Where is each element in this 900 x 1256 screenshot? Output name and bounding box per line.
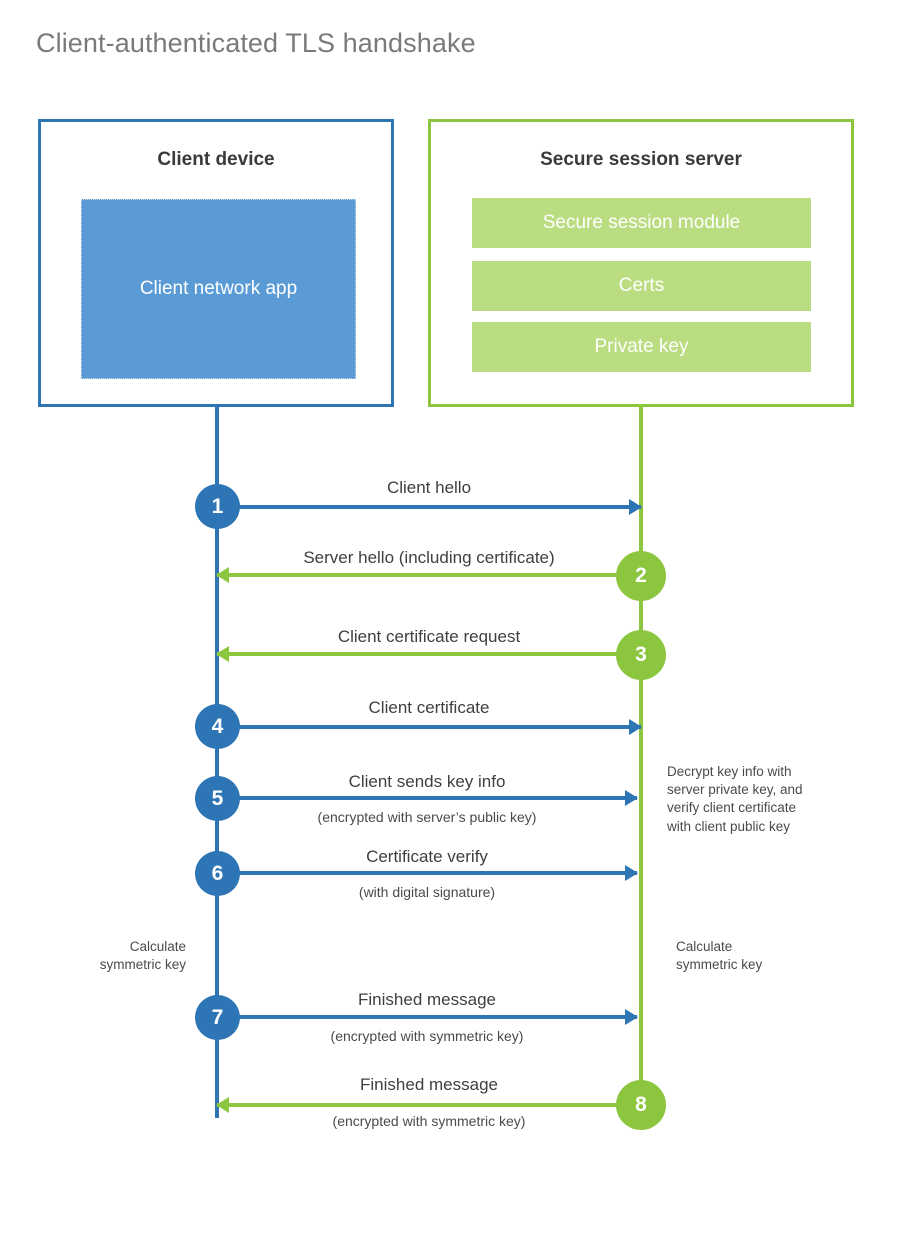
client-device-box: Client device Client network app bbox=[38, 119, 394, 407]
server-lifeline bbox=[639, 404, 643, 1106]
arrowhead-left-icon bbox=[216, 567, 229, 583]
message-label-6: Certificate verify bbox=[366, 847, 488, 866]
private-key-block: Private key bbox=[472, 322, 811, 372]
step-circle-4[interactable]: 4 bbox=[195, 704, 240, 749]
annotation-server-decrypt-line-3: verify client certificate bbox=[667, 800, 797, 816]
annotation-server-decrypt-line-1: Decrypt key info with bbox=[667, 764, 792, 779]
message-label-2: Server hello (including certificate) bbox=[303, 548, 555, 567]
message-label-3: Client certificate request bbox=[337, 627, 521, 646]
message-arrow-3 bbox=[216, 646, 641, 662]
annotation-server-decrypt-line-2: server private key, and bbox=[667, 782, 803, 798]
certs-block: Certs bbox=[472, 261, 811, 311]
client-lifeline bbox=[215, 404, 219, 1118]
annotation-server-decrypt: Decrypt key info with server private key… bbox=[667, 763, 867, 836]
arrowhead-right-icon bbox=[625, 865, 638, 881]
client-device-title: Client device bbox=[157, 149, 275, 170]
message-sublabel-5: (encrypted with server’s public key) bbox=[317, 809, 537, 825]
arrowhead-left-icon bbox=[216, 646, 229, 662]
page-title: Client-authenticated TLS handshake bbox=[36, 28, 476, 58]
message-sublabel-8: (encrypted with symmetric key) bbox=[332, 1113, 526, 1129]
step-circle-8[interactable]: 8 bbox=[616, 1080, 666, 1130]
arrowhead-right-icon bbox=[625, 1009, 638, 1025]
annotation-client-calc-line-1: Calculate bbox=[129, 939, 186, 954]
step-circle-3[interactable]: 3 bbox=[616, 630, 666, 680]
annotation-client-calc-line-2: symmetric key bbox=[99, 957, 186, 973]
client-network-app-block: Client network app bbox=[81, 199, 356, 379]
message-arrow-5 bbox=[217, 790, 638, 806]
message-arrow-1 bbox=[217, 499, 642, 515]
message-label-4: Client certificate bbox=[368, 698, 490, 717]
step-circle-1[interactable]: 1 bbox=[195, 484, 240, 529]
arrowhead-right-icon bbox=[629, 499, 642, 515]
message-arrow-7 bbox=[217, 1009, 638, 1025]
message-sublabel-7: (encrypted with symmetric key) bbox=[330, 1028, 524, 1044]
message-arrow-8 bbox=[216, 1097, 641, 1113]
arrowhead-left-icon bbox=[216, 1097, 229, 1113]
message-label-7: Finished message bbox=[358, 990, 496, 1009]
step-circle-7[interactable]: 7 bbox=[195, 995, 240, 1040]
annotation-server-decrypt-line-4: with client public key bbox=[667, 818, 791, 834]
message-arrow-2 bbox=[216, 567, 641, 583]
message-arrow-4 bbox=[217, 719, 642, 735]
message-arrow-6 bbox=[217, 865, 638, 881]
annotation-server-calculate-symmetric-key: Calculate symmetric key bbox=[676, 938, 856, 974]
annotation-server-calc-line-2: symmetric key bbox=[676, 957, 763, 973]
step-circle-6[interactable]: 6 bbox=[195, 851, 240, 896]
annotation-client-calculate-symmetric-key: Calculate symmetric key bbox=[26, 938, 186, 974]
secure-session-module-block: Secure session module bbox=[472, 198, 811, 248]
arrowhead-right-icon bbox=[629, 719, 642, 735]
message-sublabel-6: (with digital signature) bbox=[358, 884, 496, 900]
arrowhead-right-icon bbox=[625, 790, 638, 806]
step-circle-5[interactable]: 5 bbox=[195, 776, 240, 821]
annotation-server-calc-line-1: Calculate bbox=[676, 939, 733, 954]
step-circle-2[interactable]: 2 bbox=[616, 551, 666, 601]
secure-session-server-title: Secure session server bbox=[540, 149, 742, 170]
message-label-5: Client sends key info bbox=[348, 772, 506, 791]
message-label-8: Finished message bbox=[360, 1075, 498, 1094]
message-label-1: Client hello bbox=[386, 478, 472, 497]
secure-session-server-box: Secure session server Secure session mod… bbox=[428, 119, 854, 407]
